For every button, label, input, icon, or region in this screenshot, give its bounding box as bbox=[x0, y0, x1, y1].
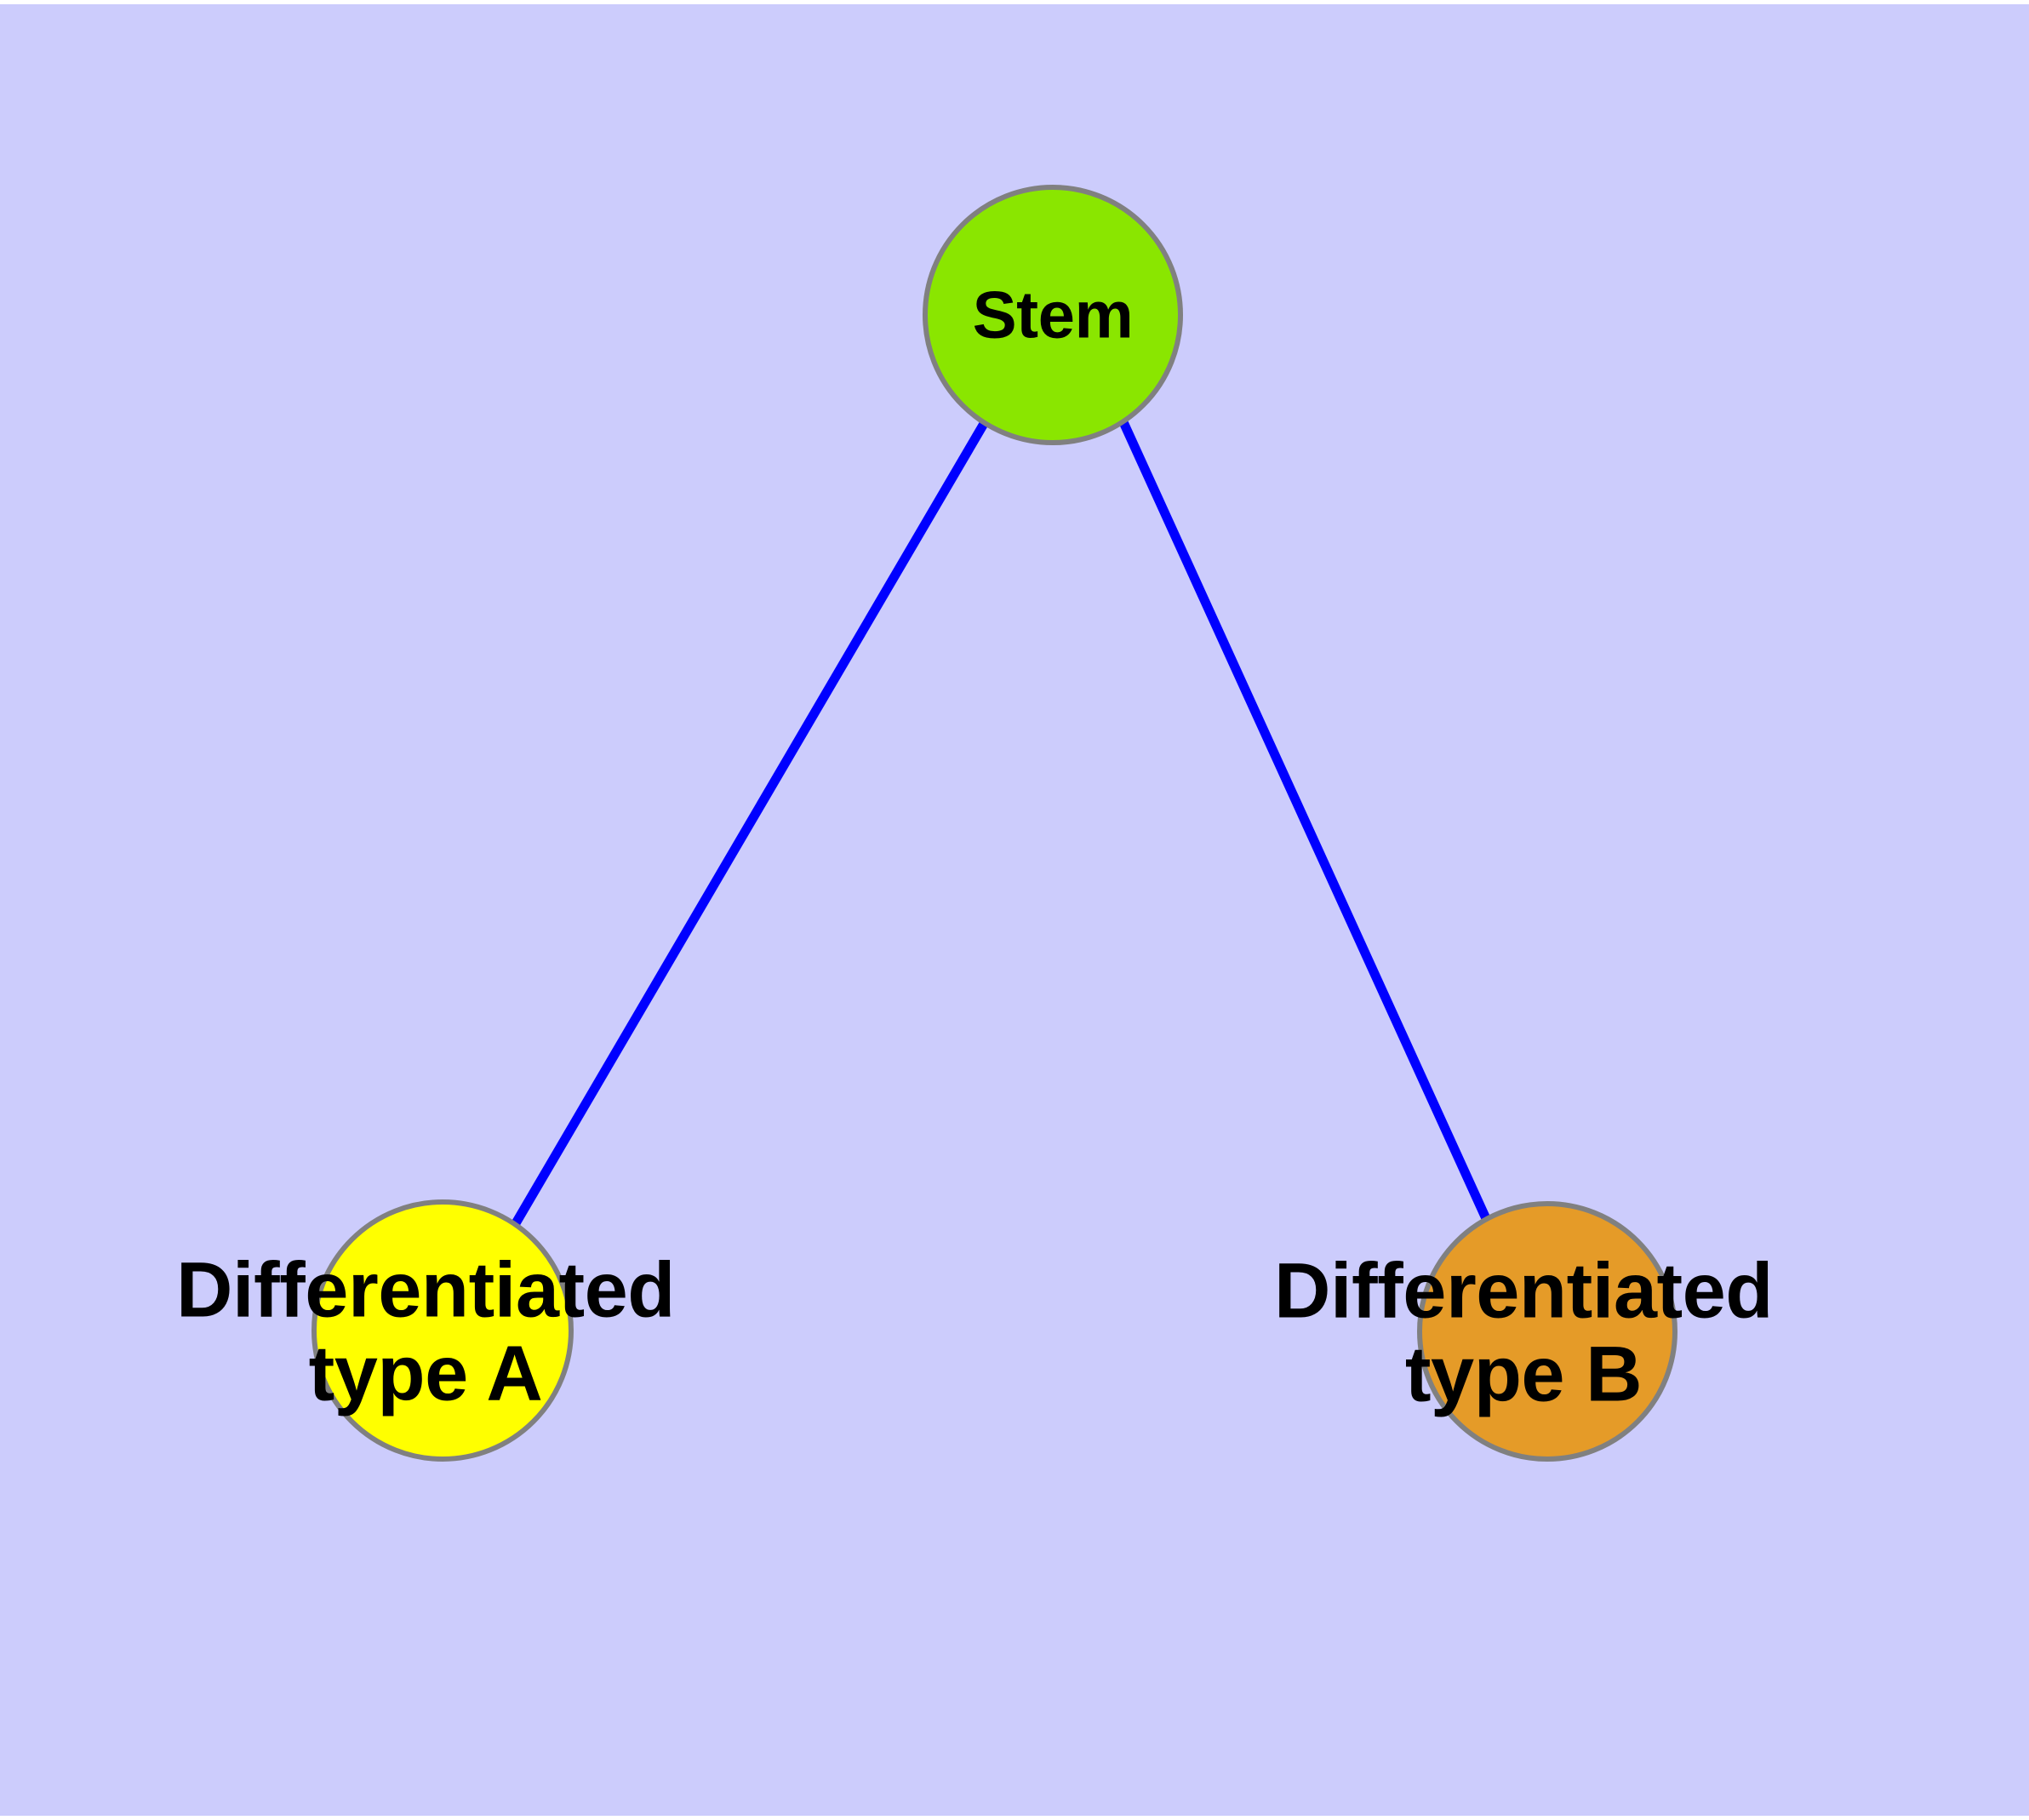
graph-node-diff-a[interactable] bbox=[311, 1199, 574, 1462]
graph-edge-stem-to-diff-a bbox=[512, 420, 989, 1226]
nodes-layer bbox=[311, 185, 1677, 1462]
graph-node-diff-b[interactable] bbox=[1417, 1201, 1677, 1462]
graph-edge-stem-to-diff-b bbox=[1118, 420, 1494, 1227]
edges-layer bbox=[512, 420, 1494, 1227]
graph-node-stem[interactable] bbox=[923, 185, 1183, 445]
